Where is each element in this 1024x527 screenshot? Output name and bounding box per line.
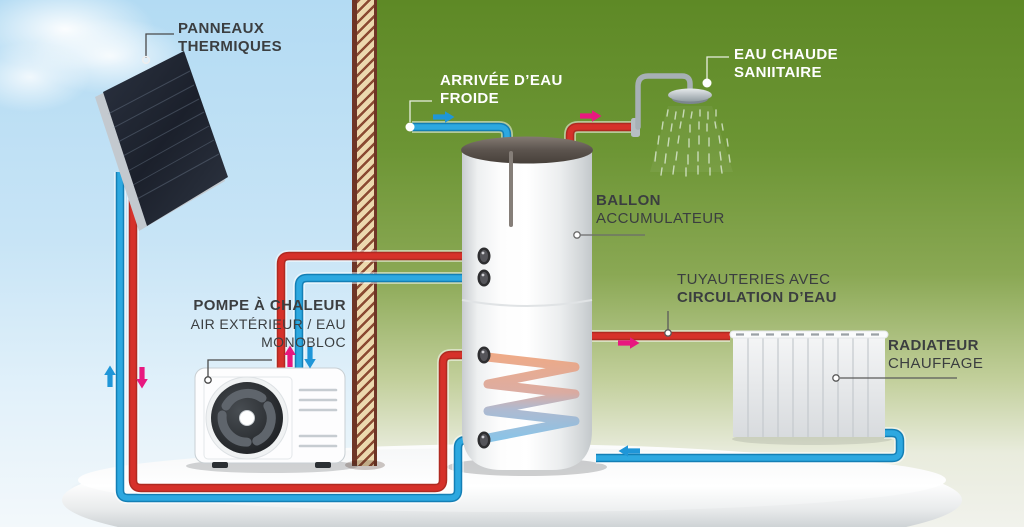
label-line: ACCUMULATEUR xyxy=(596,210,725,227)
heat-pump-foot xyxy=(212,462,228,468)
heat-exchanger-coil xyxy=(482,352,580,443)
pipe-cold-inlet xyxy=(412,121,513,150)
leader-dot xyxy=(405,122,415,132)
label-line: AIR EXTÉRIEUR / EAU xyxy=(190,316,346,332)
pipe-heatpump-cold xyxy=(293,272,482,372)
label-line: EAU CHAUDE xyxy=(734,46,839,63)
label-line: RADIATEUR xyxy=(888,337,979,354)
shower-head-icon xyxy=(668,88,712,102)
label-line: SANIITAIRE xyxy=(734,64,822,81)
label-piping: TUYAUTERIES AVEC CIRCULATION D’EAU xyxy=(677,271,837,307)
arrow-hot-right-icon xyxy=(580,110,602,122)
label-domestic-hot-water: EAU CHAUDE SANIITAIRE xyxy=(734,46,838,82)
radiator-body xyxy=(733,337,885,437)
pipe-radiator-return xyxy=(596,427,906,464)
leader-cold-inlet xyxy=(409,100,432,122)
panel-stripes xyxy=(107,70,220,200)
leader-heat-pump xyxy=(207,359,272,377)
label-tank: BALLON ACCUMULATEUR xyxy=(596,192,725,228)
label-radiator: RADIATEUR CHAUFFAGE xyxy=(888,337,983,373)
label-line: CHAUFFAGE xyxy=(888,355,984,372)
label-solar-panels: PANNEAUX THERMIQUES xyxy=(178,20,282,56)
label-heat-pump: POMPE À CHALEUR AIR EXTÉRIEUR / EAU MONO… xyxy=(191,297,346,351)
leader-lines xyxy=(141,33,957,384)
label-line: BALLON xyxy=(596,192,661,209)
leader-dot xyxy=(832,374,840,382)
shower xyxy=(631,73,733,177)
house-wall xyxy=(352,0,377,466)
hot-water-pipes xyxy=(127,121,730,494)
pipe-hot-to-shower xyxy=(564,121,634,142)
heat-pump-unit xyxy=(194,367,346,468)
label-line: TUYAUTERIES AVEC xyxy=(677,271,831,288)
label-line: THERMIQUES xyxy=(178,38,283,55)
heat-pump-foot xyxy=(315,462,331,468)
leader-dot xyxy=(141,55,151,65)
leader-dot xyxy=(702,78,712,88)
shower-arm xyxy=(635,73,693,130)
radiator xyxy=(729,330,889,437)
pipe-solar-hot xyxy=(127,172,482,494)
pipe-solar-cold xyxy=(114,172,482,504)
label-line: MONOBLOC xyxy=(261,334,346,350)
label-line: FROIDE xyxy=(440,90,500,107)
tank-cap xyxy=(461,136,593,164)
vent-grille xyxy=(298,388,338,448)
label-line: POMPE À CHALEUR xyxy=(193,297,346,314)
radiator-top-rail xyxy=(729,330,889,339)
radiator-fins xyxy=(747,337,869,437)
panel-surface xyxy=(103,51,228,226)
storage-tank xyxy=(461,136,593,470)
solar-thermal-panel xyxy=(95,51,228,231)
water-spray xyxy=(654,109,731,177)
tank-seam xyxy=(461,299,593,307)
leader-solar-panels xyxy=(145,33,174,58)
label-line: CIRCULATION D’EAU xyxy=(677,289,837,306)
pipe-heatpump-hot xyxy=(275,250,482,372)
leader-hot-water xyxy=(706,56,729,79)
label-cold-water-inlet: ARRIVÉE D’EAU FROIDE xyxy=(440,72,563,108)
tank-ports xyxy=(477,247,491,449)
label-line: ARRIVÉE D’EAU xyxy=(440,72,563,89)
spray-cone xyxy=(650,106,733,172)
cold-water-pipes xyxy=(114,121,906,504)
fan-hub xyxy=(239,410,255,426)
leader-dot xyxy=(204,376,212,384)
label-line: PANNEAUX xyxy=(178,20,265,37)
leader-dot xyxy=(664,329,672,337)
leader-dot xyxy=(573,231,581,239)
